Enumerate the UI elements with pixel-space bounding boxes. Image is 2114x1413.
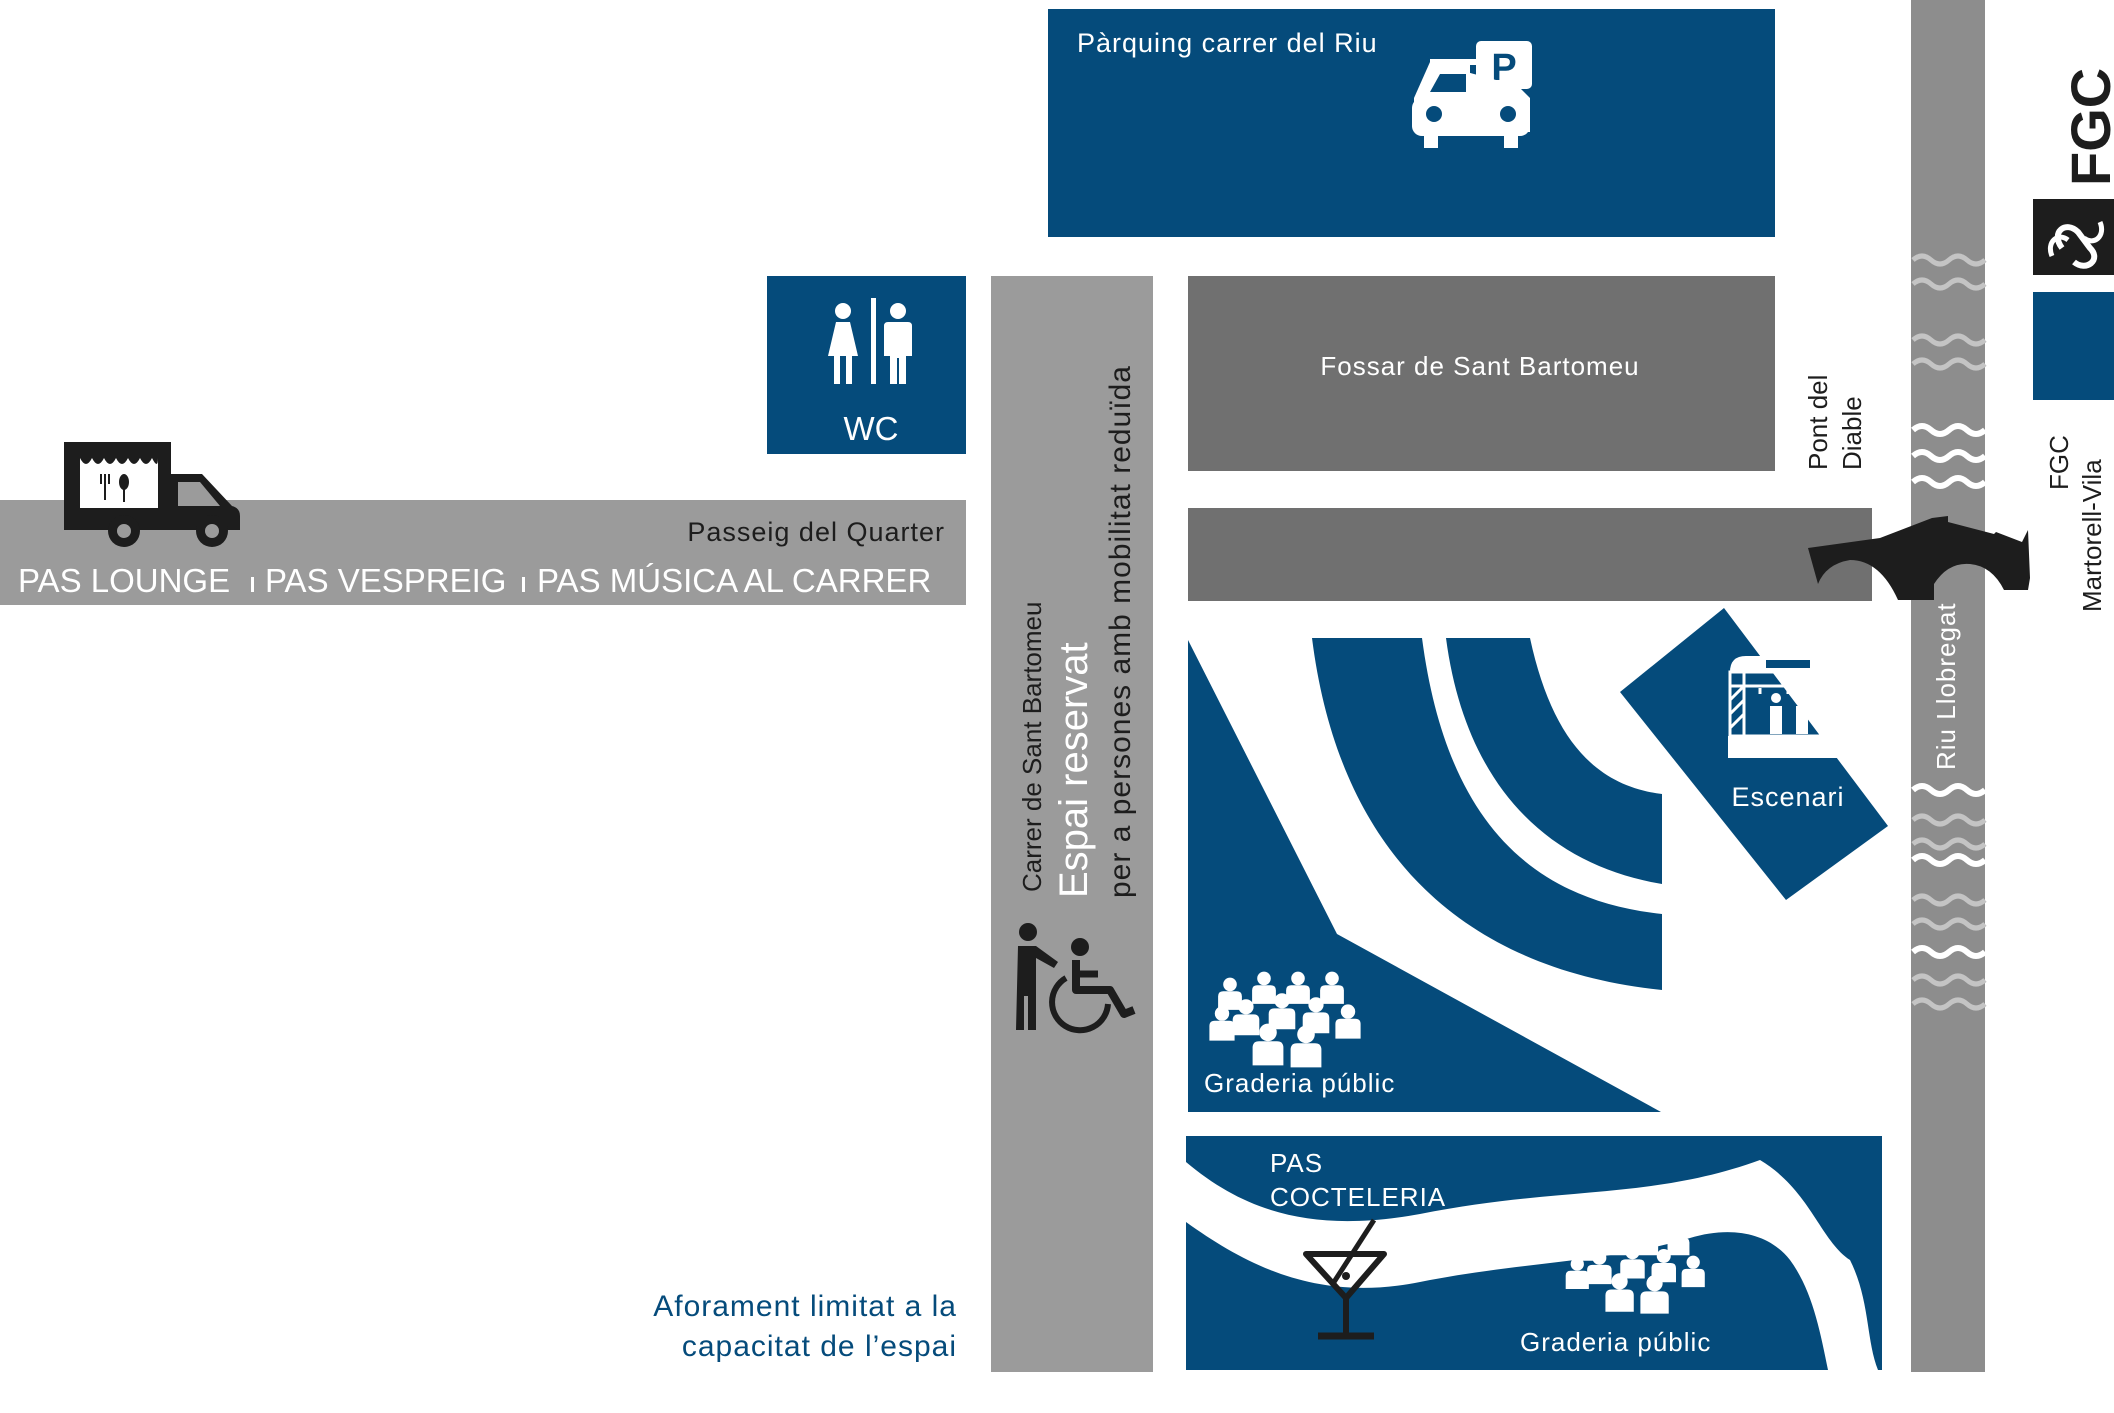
notice-line2: capacitat de l’espai xyxy=(682,1330,957,1363)
event-separator xyxy=(522,577,525,592)
cocteleria-label-line2: COCTELERIA xyxy=(1270,1182,1446,1212)
parking-label: Pàrquing carrer del Riu xyxy=(1077,28,1378,58)
reserved-subtitle: per a persones amb mobilitat reduïda xyxy=(1104,365,1137,898)
parking-area[interactable] xyxy=(1048,9,1775,237)
event-pas-lounge: PAS LOUNGE xyxy=(18,562,230,599)
reserved-title: Espai reservat xyxy=(1052,642,1096,898)
seating-arc-outer[interactable] xyxy=(1312,638,1662,990)
event-pas-vespreig: PAS VESPREIG xyxy=(265,562,506,599)
graderia1-label: Graderia públic xyxy=(1204,1068,1395,1098)
wheelchair-icon xyxy=(1016,923,1136,1034)
bridge-label-line2: Diable xyxy=(1837,396,1867,470)
bridge-label-line1: Pont del xyxy=(1803,375,1833,470)
car-parking-icon: P xyxy=(1412,41,1532,148)
fgc-station-line1: FGC xyxy=(2044,435,2074,490)
cocktail-icon xyxy=(1303,1218,1387,1340)
stage-label: Escenari xyxy=(1731,782,1844,812)
seating-arc-inner[interactable] xyxy=(1446,638,1662,884)
food-truck-icon xyxy=(64,442,240,547)
fgc-logo-icon xyxy=(2033,199,2114,275)
passeig-label: Passeig del Quarter xyxy=(687,517,945,547)
cocteleria-label-line1: PAS xyxy=(1270,1148,1323,1178)
notice-line1: Aforament limitat a la xyxy=(653,1290,957,1323)
river-area[interactable] xyxy=(1911,0,1985,1372)
carrer-street-label: Carrer de Sant Bartomeu xyxy=(1017,602,1047,892)
bridge-road[interactable] xyxy=(1188,508,1872,601)
river-label: Riu Llobregat xyxy=(1931,602,1961,770)
event-separator xyxy=(251,577,254,592)
event-pas-musica: PAS MÚSICA AL CARRER xyxy=(537,562,931,599)
stage-icon xyxy=(1728,656,1848,758)
carrer-road[interactable] xyxy=(991,276,1153,1372)
graderia2-label: Graderia públic xyxy=(1520,1327,1711,1357)
fgc-line-bar xyxy=(2033,292,2114,400)
restroom-icon xyxy=(828,298,912,384)
fossar-label: Fossar de Sant Bartomeu xyxy=(1320,351,1639,381)
bridge-icon xyxy=(1808,516,2030,600)
fgc-logo-text: FGC xyxy=(2059,68,2114,186)
wc-area[interactable] xyxy=(767,276,966,454)
wc-label: WC xyxy=(844,410,899,447)
cocteleria-path[interactable] xyxy=(1186,1160,1878,1370)
water-waves-icon xyxy=(1911,253,1987,1011)
fossar-area[interactable] xyxy=(1188,276,1775,471)
fgc-station-line2: Martorell-Vila xyxy=(2077,459,2107,612)
